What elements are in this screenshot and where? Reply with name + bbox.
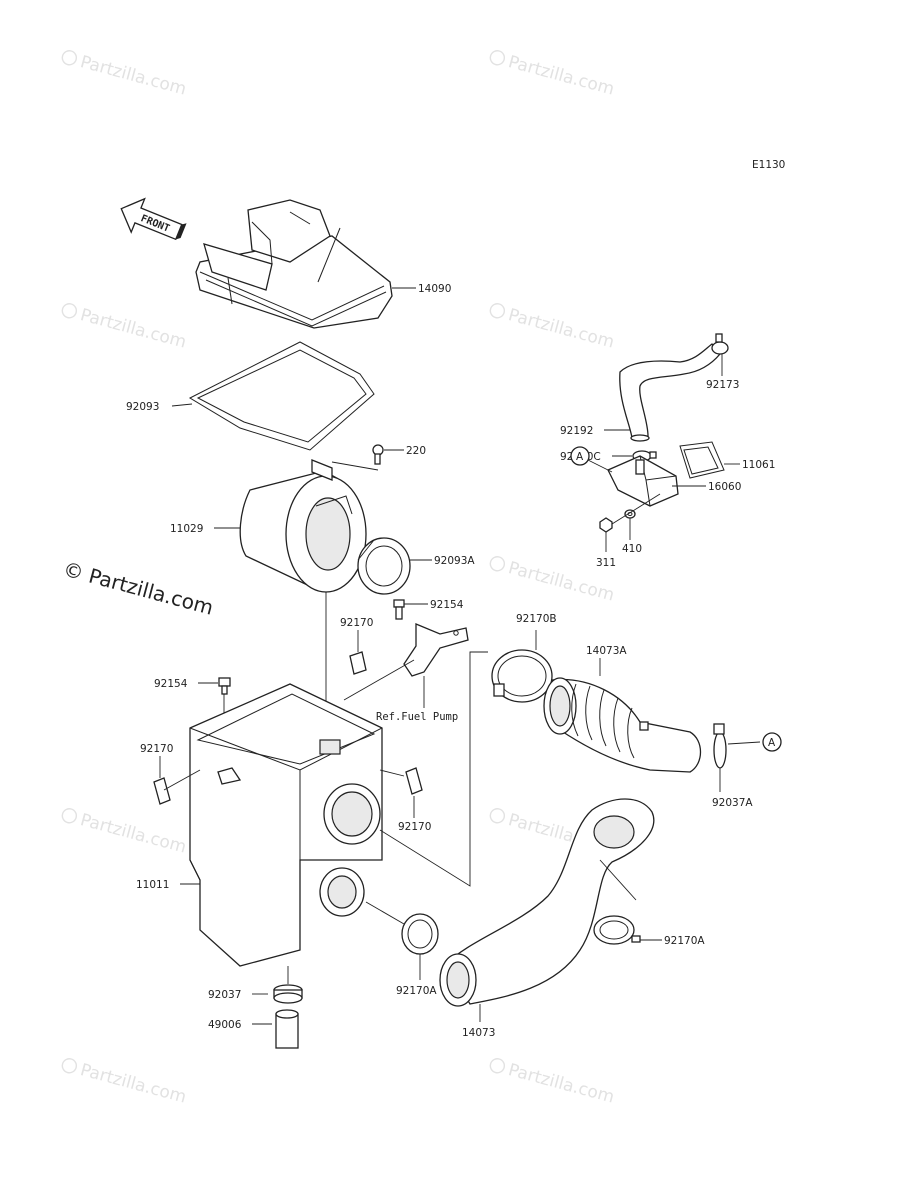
part-label-92173: 92173 <box>706 379 739 391</box>
watermark-tr: Partzilla.com <box>489 50 616 100</box>
clamp-92037 <box>273 984 303 1004</box>
front-arrow-icon: FRONT <box>120 197 187 241</box>
part-label-92154-left: 92154 <box>154 678 188 690</box>
clamp-92170B <box>491 649 553 703</box>
intake-duct-14073 <box>439 798 655 1007</box>
part-label-49006: 49006 <box>208 1019 242 1031</box>
part-label-220: 220 <box>406 445 426 457</box>
part-label-92093A: 92093A <box>434 555 475 567</box>
breather-hose-92192 <box>619 343 721 442</box>
clamp-92170A-left <box>401 913 439 955</box>
watermark-text: Partzilla.com <box>506 52 616 99</box>
part-label-92192: 92192 <box>560 425 593 437</box>
clip-92170-right <box>405 767 423 795</box>
watermark-main-text: © Partzilla.com <box>61 557 216 620</box>
watermark-text: Partzilla.com <box>78 305 188 352</box>
clip-92173 <box>711 333 729 355</box>
screw-220 <box>372 444 384 465</box>
watermark-bl: Partzilla.com <box>61 1058 188 1108</box>
watermark-text: Partzilla.com <box>78 1060 188 1107</box>
watermark-text: Partzilla.com <box>78 810 188 857</box>
clip-92170-left <box>153 777 171 805</box>
part-label-92170B: 92170B <box>516 613 557 625</box>
gasket-11061 <box>679 441 725 479</box>
part-label-92037: 92037 <box>208 989 241 1001</box>
nut-311 <box>599 517 613 533</box>
diagram-code: E1130 <box>752 159 785 171</box>
svg-text:A: A <box>576 451 584 463</box>
part-label-11029: 11029 <box>170 523 203 535</box>
watermark-main: © Partzilla.com <box>61 557 216 620</box>
clip-92170-top <box>349 651 367 675</box>
air-box-case <box>189 683 383 967</box>
ref-fuel-pump-note: Ref.Fuel Pump <box>376 711 458 723</box>
part-label-92170-left: 92170 <box>140 743 173 755</box>
part-label-14090: 14090 <box>418 283 451 295</box>
air-box-outlet-lower <box>319 867 365 917</box>
part-label-92170-right: 92170 <box>398 821 431 833</box>
part-label-16060: 16060 <box>708 481 741 493</box>
part-label-11061: 11061 <box>742 459 775 471</box>
cover-gasket <box>188 341 375 451</box>
air-filter-element <box>239 459 367 593</box>
callout-a-upper: A <box>570 446 590 466</box>
part-label-410: 410 <box>622 543 642 555</box>
intake-boot-14073A <box>543 677 702 773</box>
bolt-92154-left <box>218 677 231 695</box>
bolt-92154-top <box>393 599 405 620</box>
watermark-text: Partzilla.com <box>78 52 188 99</box>
part-label-92170-top: 92170 <box>340 617 373 629</box>
part-label-311: 311 <box>596 557 616 569</box>
clamp-92170A-right <box>593 915 641 945</box>
fuel-pump-bracket <box>403 623 469 677</box>
watermark-ml: Partzilla.com <box>61 303 188 353</box>
part-label-11011: 11011 <box>136 879 169 891</box>
air-box-cover <box>195 199 393 329</box>
watermark-mr: Partzilla.com <box>489 303 616 353</box>
part-label-92093: 92093 <box>126 401 159 413</box>
clamp-92037A <box>713 723 727 769</box>
watermark-text: Partzilla.com <box>506 1060 616 1107</box>
part-label-92170A-right: 92170A <box>664 935 705 947</box>
part-label-92154-top: 92154 <box>430 599 464 611</box>
washer-410 <box>624 509 636 519</box>
part-label-92170A-left: 92170A <box>396 985 437 997</box>
watermark-br: Partzilla.com <box>489 1058 616 1108</box>
part-label-14073A: 14073A <box>586 645 627 657</box>
watermark-text: Partzilla.com <box>506 305 616 352</box>
drain-plug-49006 <box>275 1009 299 1049</box>
part-label-14073: 14073 <box>462 1027 495 1039</box>
watermark-tl: Partzilla.com <box>61 50 188 100</box>
svg-text:A: A <box>768 737 776 749</box>
watermark-ll: Partzilla.com <box>61 808 188 858</box>
breather-fitting-16060 <box>607 455 679 507</box>
callout-a-right: A <box>762 732 782 752</box>
part-label-92037A: 92037A <box>712 797 753 809</box>
filter-seal-ring <box>357 537 411 595</box>
air-box-outlet-upper <box>323 783 381 845</box>
